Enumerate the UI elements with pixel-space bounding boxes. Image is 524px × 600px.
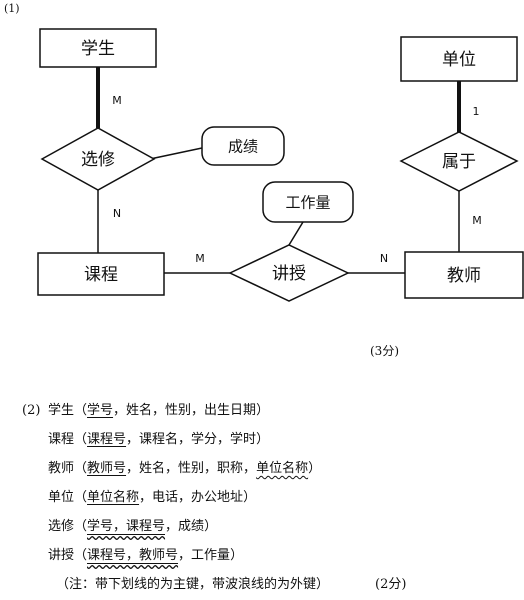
relation-name: 课程 bbox=[48, 432, 75, 447]
part1-score: (3分) bbox=[370, 344, 399, 358]
attribute-workload-label: 工作量 bbox=[285, 194, 330, 212]
entity-course-label: 课程 bbox=[84, 265, 118, 285]
attribute-grade bbox=[201, 126, 285, 166]
primary-foreign-key: 课程号，教师号 bbox=[87, 548, 179, 564]
relation-name: 选修 bbox=[48, 519, 75, 534]
primary-key: 教师号 bbox=[87, 461, 127, 476]
relation-course: 课程（课程号，课程名，学分，学时） bbox=[48, 432, 270, 447]
primary-foreign-key: 学号，课程号 bbox=[87, 519, 166, 535]
relation-name: 讲授 bbox=[48, 548, 75, 563]
primary-key: 单位名称 bbox=[87, 490, 140, 505]
entity-course bbox=[37, 252, 165, 296]
relation-row: (2) 学生（学号，姓名，性别，出生日期） bbox=[22, 396, 502, 425]
cardinality-student-elective: M bbox=[112, 94, 122, 107]
cardinality-elective-course: N bbox=[113, 207, 121, 220]
relation-name: 学生 bbox=[48, 403, 75, 418]
relational-schema: (2) 学生（学号，姓名，性别，出生日期） 课程（课程号，课程名，学分，学时） 教… bbox=[22, 396, 502, 599]
relationship-teaches bbox=[228, 244, 350, 302]
cardinality-unit-belongs: 1 bbox=[473, 105, 480, 118]
relationship-elective bbox=[40, 127, 156, 191]
relationship-teaches-label: 讲授 bbox=[272, 264, 306, 284]
entity-unit bbox=[400, 36, 518, 82]
key-note: （注：带下划线的为主键，带波浪线的为外键） bbox=[56, 577, 330, 592]
cardinality-teaches-teacher: N bbox=[380, 252, 388, 265]
relation-teacher: 教师（教师号，姓名，性别，职称，单位名称） bbox=[48, 461, 322, 476]
part1-label: (1) bbox=[4, 2, 20, 15]
line-teaches-workload bbox=[288, 221, 304, 246]
relationship-elective-label: 选修 bbox=[81, 150, 115, 170]
relation-name: 教师 bbox=[48, 461, 75, 476]
cardinality-belongs-teacher: M bbox=[472, 214, 482, 227]
relation-student: 学生（学号，姓名，性别，出生日期） bbox=[48, 403, 270, 418]
primary-key: 课程号 bbox=[87, 432, 127, 447]
line-elective-grade bbox=[149, 147, 203, 160]
primary-key: 学号 bbox=[87, 403, 114, 418]
relation-row: 教师（教师号，姓名，性别，职称，单位名称） bbox=[22, 454, 502, 483]
relation-row: 课程（课程号，课程名，学分，学时） bbox=[22, 425, 502, 454]
entity-student bbox=[39, 28, 157, 68]
relationship-belongs bbox=[399, 131, 519, 192]
relationship-belongs-label: 属于 bbox=[442, 152, 476, 172]
entity-teacher-label: 教师 bbox=[447, 266, 481, 286]
cardinality-course-teaches: M bbox=[195, 252, 205, 265]
relation-teaches: 讲授（课程号，教师号，工作量） bbox=[48, 548, 244, 564]
relation-unit: 单位（单位名称，电话，办公地址） bbox=[48, 490, 257, 505]
entity-unit-label: 单位 bbox=[442, 50, 476, 70]
relation-row: 选修（学号，课程号，成绩） bbox=[22, 512, 502, 541]
key-note-row: （注：带下划线的为主键，带波浪线的为外键） (2分) bbox=[22, 570, 502, 599]
entity-student-label: 学生 bbox=[81, 39, 115, 59]
relation-elective: 选修（学号，课程号，成绩） bbox=[48, 519, 218, 535]
part2-label: (2) bbox=[22, 403, 41, 418]
er-diagram: 学生 单位 课程 教师 选修 属于 讲授 成绩 工作量 M N M N 1 M bbox=[37, 28, 524, 302]
part2-score: (2分) bbox=[375, 577, 407, 592]
attribute-grade-label: 成绩 bbox=[228, 138, 258, 156]
relation-row: 讲授（课程号，教师号，工作量） bbox=[22, 541, 502, 570]
relation-row: 单位（单位名称，电话，办公地址） bbox=[22, 483, 502, 512]
attribute-workload bbox=[262, 181, 354, 223]
foreign-key: 单位名称 bbox=[256, 461, 309, 476]
relation-name: 单位 bbox=[48, 490, 75, 505]
entity-teacher bbox=[404, 251, 524, 299]
